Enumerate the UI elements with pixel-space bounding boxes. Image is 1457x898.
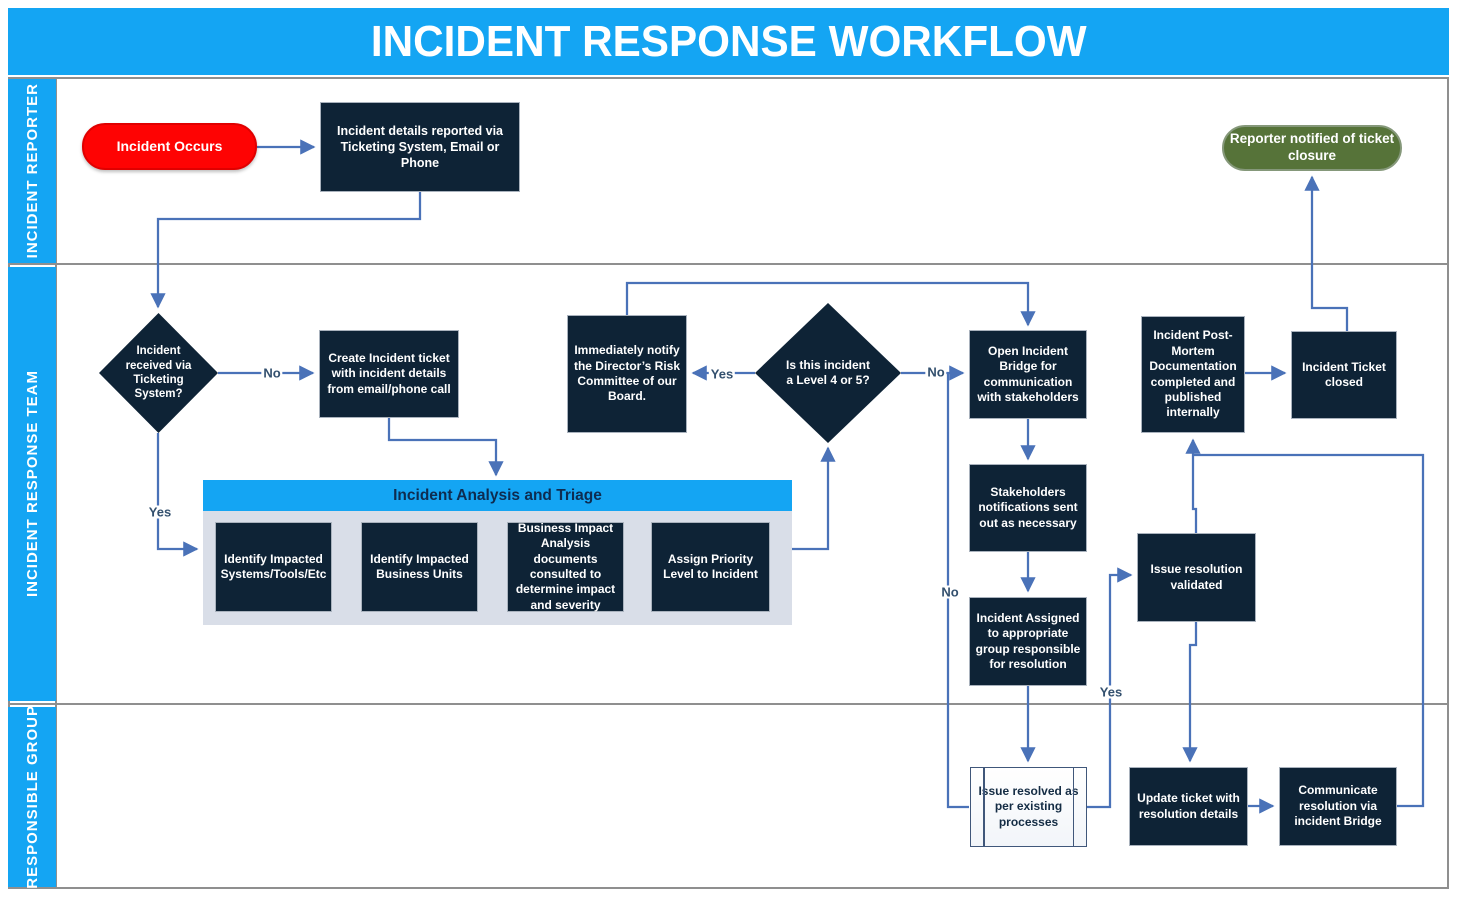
node-business-impact-analysis: Business Impact Analysis documents consu…: [507, 520, 624, 612]
lane-incident-response-team: INCIDENT RESPONSE TEAM: [8, 267, 56, 701]
edge-label-no-ticketing: No: [261, 365, 283, 381]
node-communicate-resolution-label: Communicate resolution via incident Brid…: [1294, 783, 1382, 829]
node-open-bridge-label: Open Incident Bridge for communication w…: [977, 343, 1079, 404]
node-identify-business-units-label: Identify Impacted Business Units: [370, 551, 469, 581]
node-reporter-notified: Reporter notified of ticket closure: [1222, 125, 1402, 171]
node-incident-assigned-label: Incident Assigned to appropriate group r…: [975, 610, 1081, 671]
node-update-ticket: Update ticket with resolution details: [1129, 767, 1248, 846]
node-incident-occurs-label: Incident Occurs: [116, 137, 223, 154]
decision-received-via-ticketing-label: Incident received via Ticketing System?: [125, 345, 192, 401]
lane-label-separator: [55, 77, 57, 889]
node-issue-resolution-validated: Issue resolution validated: [1137, 533, 1256, 622]
node-post-mortem: Incident Post-Mortem Documentation compl…: [1141, 316, 1245, 433]
lane-incident-reporter-label: INCIDENT REPORTER: [23, 83, 41, 259]
edge-label-yes-level45: Yes: [708, 366, 736, 382]
node-update-ticket-label: Update ticket with resolution details: [1137, 791, 1240, 821]
title-bar: INCIDENT RESPONSE WORKFLOW: [8, 8, 1449, 75]
node-stakeholders-notifications-label: Stakeholders notifications sent out as n…: [978, 484, 1078, 530]
node-details-reported: Incident details reported via Ticketing …: [320, 102, 520, 192]
node-assign-priority: Assign Priority Level to Incident: [651, 522, 770, 612]
lane-incident-reporter: INCIDENT REPORTER: [8, 79, 56, 263]
node-notify-directors-label: Immediately notify the Director’s Risk C…: [573, 343, 681, 404]
edge-label-no-resolved: No: [939, 584, 961, 600]
node-identify-business-units: Identify Impacted Business Units: [361, 522, 478, 612]
node-ticket-closed: Incident Ticket closed: [1291, 331, 1397, 419]
page-title: INCIDENT RESPONSE WORKFLOW: [370, 16, 1087, 66]
node-incident-occurs: Incident Occurs: [82, 123, 257, 170]
node-reporter-notified-label: Reporter notified of ticket closure: [1229, 131, 1395, 163]
node-assign-priority-label: Assign Priority Level to Incident: [663, 551, 758, 581]
lane-responsible-group: RESPONSIBLE GROUP: [8, 705, 56, 889]
node-incident-assigned: Incident Assigned to appropriate group r…: [969, 597, 1087, 686]
node-identify-systems-label: Identify Impacted Systems/Tools/Etc: [220, 551, 327, 581]
lane-divider-1: [8, 263, 1449, 265]
node-communicate-resolution: Communicate resolution via incident Brid…: [1279, 767, 1397, 846]
node-issue-resolved-label: Issue resolved as per existing processes: [978, 783, 1079, 829]
lane-divider-2: [8, 703, 1449, 705]
node-create-ticket: Create Incident ticket with incident det…: [319, 330, 459, 418]
lane-responsible-group-label: RESPONSIBLE GROUP: [23, 705, 41, 889]
decision-level-4-or-5-label: Is this incident a Level 4 or 5?: [785, 358, 870, 387]
group-incident-analysis-triage-title: Incident Analysis and Triage: [393, 486, 602, 504]
node-issue-resolved: Issue resolved as per existing processes: [970, 767, 1087, 847]
lane-incident-response-team-label: INCIDENT RESPONSE TEAM: [23, 370, 41, 598]
node-post-mortem-label: Incident Post-Mortem Documentation compl…: [1149, 328, 1237, 420]
node-business-impact-analysis-label: Business Impact Analysis documents consu…: [515, 520, 616, 612]
node-create-ticket-label: Create Incident ticket with incident det…: [327, 350, 451, 396]
node-ticket-closed-label: Incident Ticket closed: [1302, 359, 1386, 389]
node-notify-directors: Immediately notify the Director’s Risk C…: [567, 315, 687, 433]
node-issue-resolution-validated-label: Issue resolution validated: [1150, 562, 1243, 592]
node-open-bridge: Open Incident Bridge for communication w…: [969, 330, 1087, 419]
edge-label-no-level45: No: [925, 364, 947, 380]
edge-label-yes-resolved: Yes: [1097, 684, 1125, 700]
node-details-reported-label: Incident details reported via Ticketing …: [336, 124, 503, 170]
node-identify-systems: Identify Impacted Systems/Tools/Etc: [215, 522, 332, 612]
group-incident-analysis-triage-header: Incident Analysis and Triage: [203, 480, 792, 511]
edge-label-yes-ticketing: Yes: [146, 504, 174, 520]
node-stakeholders-notifications: Stakeholders notifications sent out as n…: [969, 464, 1087, 552]
group-incident-analysis-triage: Incident Analysis and Triage Identify Im…: [203, 480, 792, 625]
